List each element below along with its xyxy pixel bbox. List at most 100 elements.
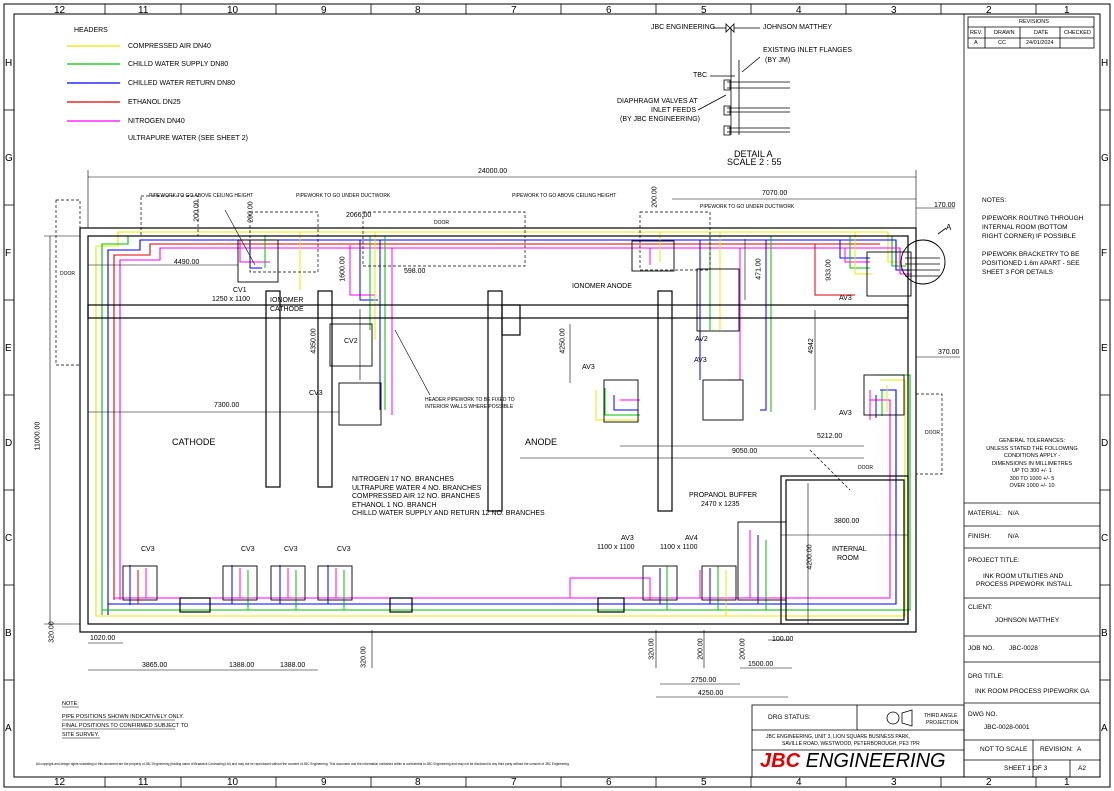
note-label: HEADER PIPEWORK TO BE FIXED TO <box>425 397 515 403</box>
logo-mark: JBC <box>760 750 801 772</box>
legend-heading: HEADERS <box>74 27 108 34</box>
note-label: PIPEWORK TO GO ABOVE CEILING HEIGHT <box>149 193 254 199</box>
tolerance-line: DIMENSIONS IN MILLIMETRES <box>991 460 1073 467</box>
note-line: INTERNAL ROOM (BOTTOM <box>982 224 1068 231</box>
tolerance-line: UNLESS STATED THE FOLLOWING <box>986 445 1078 452</box>
legend-item: CHILLD WATER SUPPLY DN80 <box>128 61 229 68</box>
note-label: PIPEWORK TO GO UNDER DUCTWORK <box>700 204 795 210</box>
ruler-number: 9 <box>321 777 327 788</box>
revisions-cell: A <box>974 40 978 46</box>
legend-item: ULTRAPURE WATER (SEE SHEET 2) <box>128 135 248 142</box>
legend-item: COMPRESSED AIR DN40 <box>128 43 211 50</box>
dimension: 4490.00 <box>174 259 200 266</box>
equipment-label: CV3 <box>241 546 255 553</box>
note-line: FINAL POSITIONS TO CONFIRMED SUBJECT TO <box>62 723 189 729</box>
ruler-number: 9 <box>321 5 327 16</box>
tolerances: GENERAL TOLERANCES: UNLESS STATED THE FO… <box>964 438 1100 491</box>
branch-summary: CHILLD WATER SUPPLY AND RETURN 12 NO. BR… <box>352 510 545 517</box>
dimension: 1020.00 <box>90 635 116 642</box>
tolerance-line: OVER 1000 +/- 10 <box>1009 483 1055 489</box>
projection-label: PROJECTION <box>926 720 959 726</box>
detail-label: JOHNSON MATTHEY <box>763 24 833 31</box>
ruler-letter: E <box>1101 343 1108 354</box>
ruler-number: 11 <box>138 5 149 16</box>
note-line: PIPEWORK ROUTING THROUGH <box>982 215 1084 222</box>
branch-summary: COMPRESSED AIR 12 NO. BRANCHES <box>352 493 480 500</box>
equipment-label: AV3 <box>582 364 595 371</box>
dimension: 5212.00 <box>817 433 843 440</box>
ruler-letter: G <box>1101 153 1109 164</box>
revisions-header: REV. <box>970 30 983 36</box>
dimension: 200.00 <box>193 200 201 222</box>
dimension: 200.00 <box>697 638 705 660</box>
ruler-number: 7 <box>511 777 517 788</box>
ruler-number: 12 <box>54 5 66 16</box>
finish-label: FINISH: <box>968 533 992 540</box>
dimension: 200.00 <box>247 201 255 223</box>
project-label: PROJECT TITLE: <box>968 557 1020 564</box>
door-label: DOOR <box>60 271 75 277</box>
revisions-cell: CC <box>998 40 1006 46</box>
revision-label: REVISION: <box>1040 746 1073 753</box>
ruler-number: 7 <box>511 5 517 16</box>
ruler-number: 8 <box>415 5 421 16</box>
note-line: PIPEWORK BRACKETRY TO BE <box>982 251 1080 258</box>
detail-scale: SCALE 2 : 55 <box>727 157 782 167</box>
legend-item: NITROGEN DN40 <box>128 118 185 125</box>
revisions-header: DRAWN <box>994 30 1015 36</box>
legend-item: CHILLED WATER RETURN DN80 <box>128 80 235 87</box>
dimension: 100.00 <box>772 636 794 643</box>
ruler-number: 6 <box>606 5 612 16</box>
ruler-number: 5 <box>701 777 707 788</box>
equipment-label: IONOMER <box>270 297 304 304</box>
client-label: CLIENT: <box>968 604 993 611</box>
equipment-label: CV2 <box>344 338 358 345</box>
ruler-letter: D <box>5 438 13 449</box>
note-line: PIPE POSITIONS SHOWN INDICATIVELY ONLY. <box>62 714 184 720</box>
ruler-letter: A <box>5 723 12 734</box>
dimension: 320.00 <box>360 646 368 668</box>
address-line: JBC ENGINEERING, UNIT 3, LION SQUARE BUS… <box>766 734 911 740</box>
note-line: SITE SURVEY. <box>62 732 100 738</box>
ruler-letter: B <box>1101 628 1108 639</box>
detail-label: (BY JBC ENGINEERING) <box>620 116 700 123</box>
logo-text: ENGINEERING <box>800 750 946 772</box>
notes-heading: NOTES: <box>982 197 1007 204</box>
dimension: 4942 <box>807 338 815 354</box>
equipment-label: CV3 <box>309 390 323 397</box>
note-label: PIPEWORK TO GO ABOVE CEILING HEIGHT <box>512 193 617 199</box>
ruler-letter: F <box>1101 248 1108 259</box>
dimension: 1600.00 <box>339 256 347 282</box>
ruler-number: 10 <box>227 5 239 16</box>
ruler-letter: C <box>5 533 13 544</box>
note-label: INTERIOR WALLS WHERE POSSIBLE <box>425 404 514 410</box>
equipment-label: PROPANOL BUFFER <box>689 492 758 499</box>
scale-note: NOT TO SCALE <box>980 746 1028 753</box>
dimension: 11000.00 <box>34 421 42 451</box>
ruler-number: 3 <box>891 777 897 788</box>
equipment-label: CV1 <box>233 287 247 294</box>
door-label: DOOR <box>925 430 940 436</box>
ruler-number: 8 <box>415 777 421 788</box>
dimension: 320.00 <box>648 638 656 660</box>
dimension: 598.00 <box>404 268 426 275</box>
equipment-label: AV3 <box>839 295 852 302</box>
dimension: 200.00 <box>739 638 747 660</box>
legend-item: ETHANOL DN25 <box>128 99 181 106</box>
job-label: JOB NO. <box>968 645 995 652</box>
equipment-label: 1100 x 1100 <box>597 544 635 551</box>
equipment-label: 2470 x 1235 <box>701 501 740 508</box>
ruler-number: 6 <box>606 777 612 788</box>
tolerance-line: GENERAL TOLERANCES: <box>998 438 1066 444</box>
dimension: 3865.00 <box>142 662 168 669</box>
revision-value: A <box>1077 746 1082 753</box>
dimension: 4250.00 <box>559 328 567 354</box>
equipment-label: 1250 x 1100 <box>212 296 251 303</box>
dimension: 200.00 <box>651 186 659 208</box>
ruler-letter: D <box>1101 438 1109 449</box>
dimension: 1388.00 <box>280 662 306 669</box>
detail-label: INLET FEEDS <box>651 107 696 114</box>
equipment-label: AV3 <box>694 357 707 364</box>
dimension: 7300.00 <box>214 402 240 409</box>
